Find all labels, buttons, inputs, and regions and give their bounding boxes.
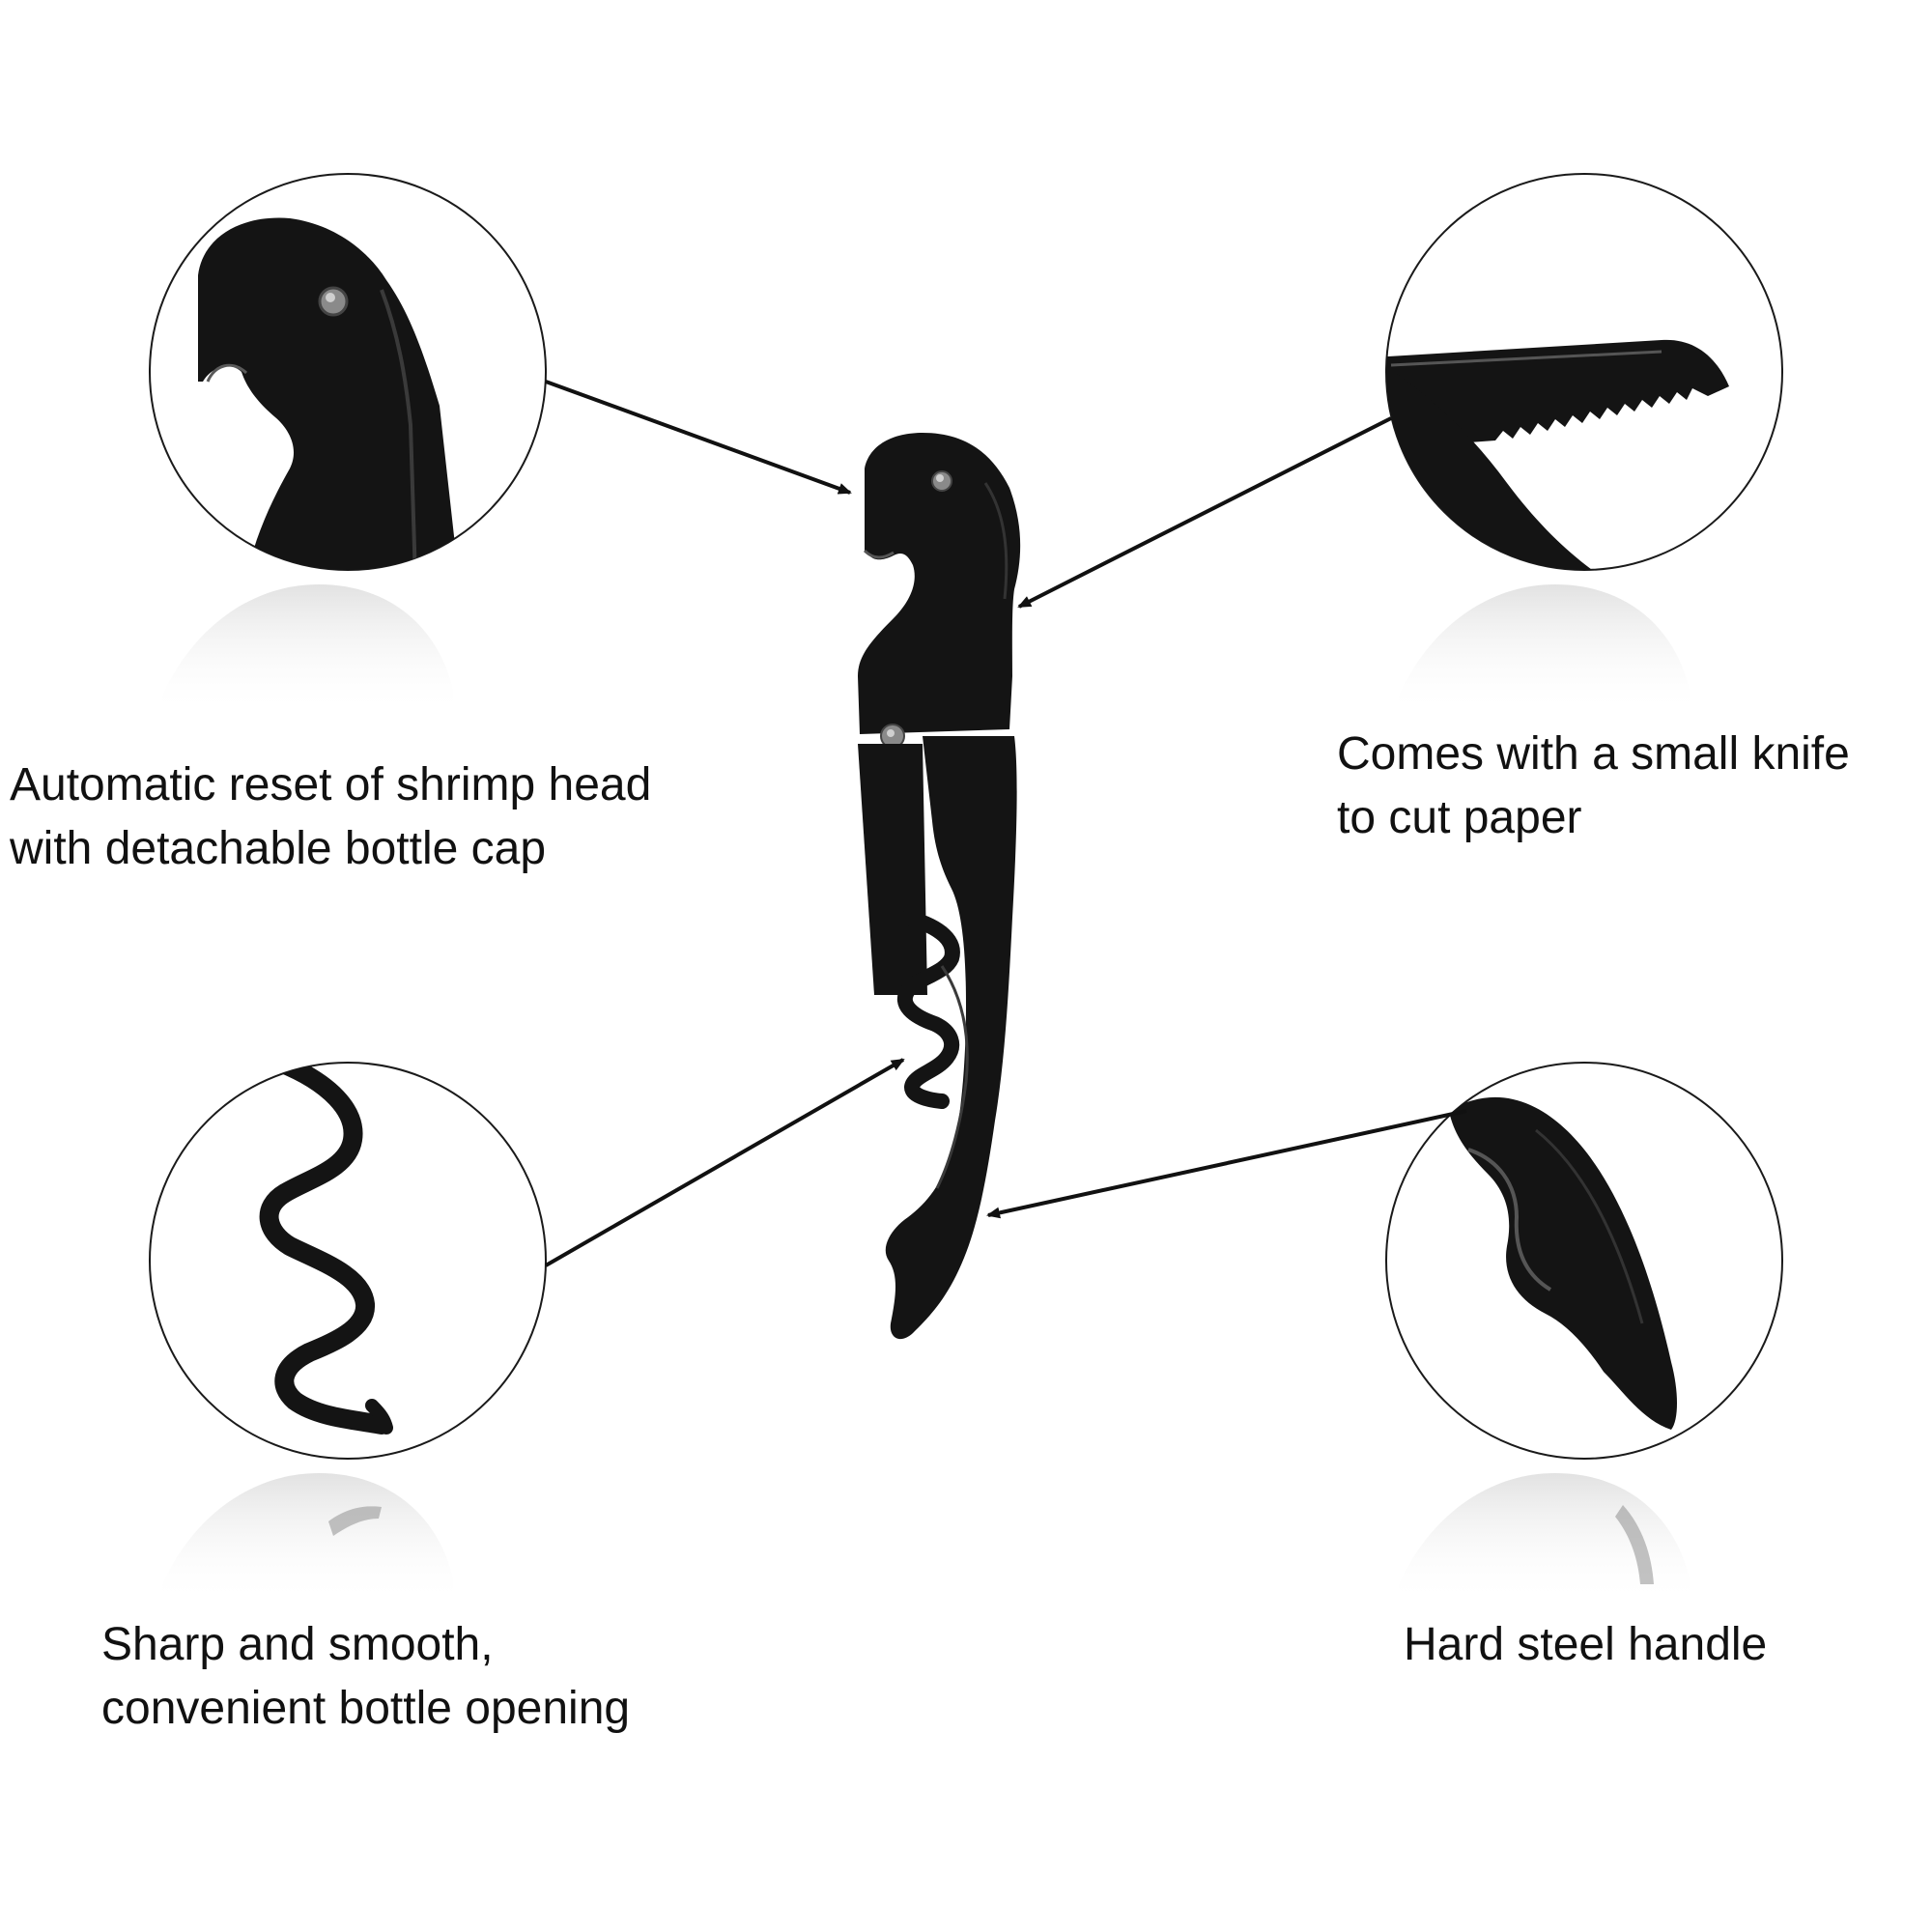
arrow-corkscrew [545, 1058, 905, 1267]
waiters-corkscrew [858, 433, 1021, 1340]
corkscrew-caption-line-2: convenient bottle opening [101, 1683, 631, 1734]
arrow-shrimp-head [545, 380, 852, 495]
handle-caption: Hard steel handle [1404, 1613, 1767, 1677]
arrow-handle [986, 1109, 1467, 1219]
corkscrew-detail [149, 1062, 547, 1604]
corkscrew-caption-line-1: Sharp and smooth, [101, 1619, 494, 1670]
shrimp-head-caption-line-1: Automatic reset of shrimp head [10, 759, 652, 810]
corkscrew-caption: Sharp and smooth, convenient bottle open… [101, 1613, 630, 1741]
foil-knife-detail-icon [1386, 339, 1729, 570]
handle-detail [1385, 1062, 1783, 1604]
knife-caption-line-1: Comes with a small knife [1337, 728, 1850, 780]
steel-handle-detail-icon [1449, 1096, 1677, 1430]
shrimp-head-caption-line-2: with detachable bottle cap [10, 823, 547, 874]
knife-detail [1385, 173, 1783, 715]
handle-caption-line-1: Hard steel handle [1404, 1619, 1768, 1670]
arrow-knife [1017, 416, 1392, 609]
waiters-corkscrew-icon [858, 433, 1021, 1340]
shrimp-head-caption: Automatic reset of shrimp head with deta… [10, 753, 651, 881]
corkscrew-spiral-detail-icon [259, 1063, 393, 1435]
shrimp-head-detail-icon [198, 217, 459, 570]
knife-caption-line-2: to cut paper [1337, 792, 1582, 843]
knife-caption: Comes with a small knife to cut paper [1337, 723, 1850, 850]
shrimp-head-detail [149, 173, 547, 715]
